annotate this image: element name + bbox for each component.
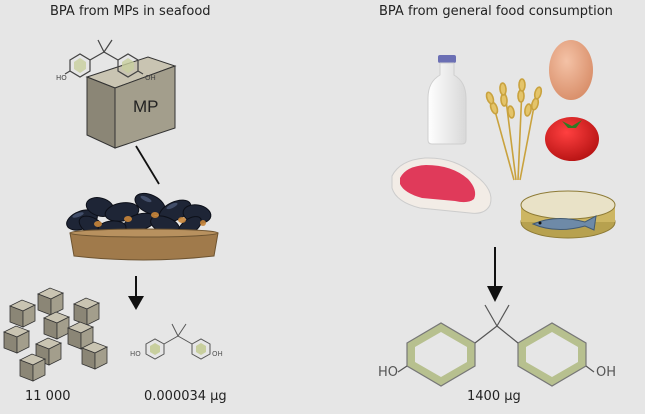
- milk-bottle-icon: [427, 55, 467, 145]
- svg-text:HO: HO: [56, 74, 67, 82]
- bpa-food-mass-label: 1400 µg: [467, 389, 521, 404]
- hydroxyl-right-label: OH: [596, 365, 616, 380]
- mp-cube-label: MP: [133, 97, 159, 116]
- microplastic-cubes-cluster: [3, 287, 108, 382]
- particle-count-label: 11 000: [25, 389, 71, 404]
- mussel-basket-icon: [66, 192, 219, 261]
- meat-icon: [391, 157, 492, 214]
- svg-text:OH: OH: [145, 74, 156, 82]
- egg-icon: [549, 40, 593, 100]
- arrow-down-icon: [128, 276, 144, 310]
- wheat-icon: [485, 78, 543, 181]
- arrow-down-right-icon: [487, 247, 503, 302]
- connector-line: [135, 145, 160, 185]
- title-general-food: BPA from general food consumption: [379, 4, 613, 19]
- title-seafood: BPA from MPs in seafood: [50, 4, 211, 19]
- sardine-can-icon: [520, 190, 616, 239]
- bpa-mps-mass-label: 0.000034 µg: [144, 389, 227, 404]
- bpa-molecule-icon: HO OH: [56, 39, 156, 82]
- hydroxyl-left-label: HO: [378, 365, 398, 380]
- svg-text:HO: HO: [130, 350, 141, 358]
- bpa-molecule-small-icon: HO OH: [130, 323, 223, 360]
- svg-text:OH: OH: [212, 350, 223, 358]
- microplastic-cube-icon: MP: [85, 56, 177, 149]
- tomato-icon: [545, 117, 599, 161]
- bpa-molecule-large-icon: HO OH: [378, 304, 616, 387]
